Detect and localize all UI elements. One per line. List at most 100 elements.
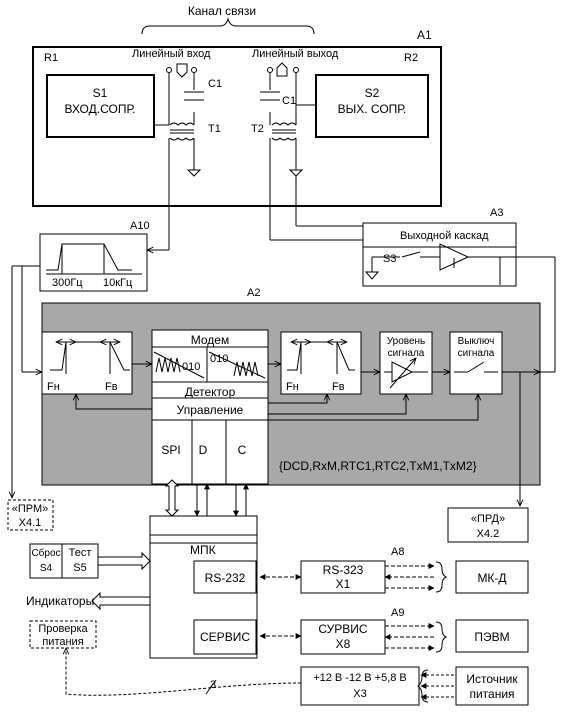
spi-label: SPI bbox=[161, 443, 180, 457]
test-label-2: S5 bbox=[73, 562, 86, 574]
line-out-circuit bbox=[260, 62, 396, 241]
s2-subtitle: ВЫХ. СОПР. bbox=[338, 102, 407, 116]
fv1-label: Fв bbox=[105, 381, 118, 393]
reset-label-2: S4 bbox=[40, 563, 53, 574]
reset-test-arrow bbox=[97, 551, 151, 571]
fn2-label: Fн bbox=[286, 381, 299, 393]
level-label-2: сигнала bbox=[388, 348, 425, 359]
rs323-box[interactable] bbox=[300, 560, 386, 594]
a10-f300: 300Гц bbox=[52, 277, 83, 289]
line-out-label: Линейный выход bbox=[252, 48, 339, 60]
service-box[interactable] bbox=[193, 619, 257, 655]
c-label: C bbox=[238, 443, 247, 457]
r2-label: R2 bbox=[404, 52, 418, 64]
rs-wires bbox=[259, 563, 435, 591]
s1-title: S1 bbox=[93, 86, 108, 100]
power-check-wire bbox=[66, 648, 302, 696]
a1-label: А1 bbox=[417, 28, 432, 42]
d-label: D bbox=[199, 443, 208, 457]
a1-block bbox=[32, 46, 442, 207]
source-label-2: питания bbox=[469, 687, 514, 701]
power-check-box[interactable] bbox=[29, 620, 97, 649]
t1-label: Т1 bbox=[208, 123, 221, 135]
prd-label-1: «ПРД» bbox=[471, 513, 505, 525]
voltage-label-2: Х3 bbox=[353, 688, 366, 700]
switch-label-1: Выключ bbox=[458, 336, 495, 347]
s3-label: S3 bbox=[383, 253, 396, 265]
pevm-box[interactable] bbox=[455, 619, 529, 653]
t2-label: Т2 bbox=[251, 123, 264, 135]
a9-label: А9 bbox=[391, 607, 404, 619]
signals-label: {DCD,RxM,RTC1,RTC2,TxM1,TxM2} bbox=[279, 459, 477, 473]
level-label-1: Уровень bbox=[387, 336, 426, 347]
power-brace bbox=[417, 669, 429, 703]
line-in-label: Линейный вход bbox=[132, 48, 211, 60]
survis-label-1: СУРВИС bbox=[318, 622, 368, 636]
outer-wires bbox=[12, 256, 556, 506]
source-label-1: Источник bbox=[466, 672, 518, 686]
output-filter[interactable] bbox=[280, 331, 362, 395]
voltage-label-1: +12 В -12 В +5,8 В bbox=[313, 672, 407, 684]
mkd-label: МК-Д bbox=[477, 571, 506, 585]
rs232-box[interactable] bbox=[193, 560, 257, 594]
power-check-label-1: Проверка bbox=[38, 623, 88, 635]
channel-label: Канал связи bbox=[188, 4, 256, 18]
c1-right-label: С1 bbox=[282, 95, 296, 107]
c1-left-label: С1 bbox=[208, 78, 222, 90]
power-check-label-2: питания bbox=[42, 636, 83, 648]
s1-subtitle: ВХОД.СОПР. bbox=[64, 102, 135, 116]
prm-box[interactable] bbox=[7, 499, 54, 531]
a10-f10k: 10кГц bbox=[103, 277, 133, 289]
r1-label: R1 bbox=[44, 52, 58, 64]
rs232-label: RS-232 bbox=[205, 571, 246, 585]
test-label-1: Тест bbox=[69, 547, 92, 559]
indicators-arrow bbox=[91, 591, 151, 611]
a2-wires bbox=[22, 364, 540, 421]
pevm-label: ПЭВМ bbox=[474, 630, 509, 644]
prm-label-2: Х4.1 bbox=[19, 517, 42, 529]
s2-title: S2 bbox=[365, 86, 380, 100]
control-label: Управление bbox=[177, 403, 244, 417]
control-block[interactable] bbox=[151, 397, 269, 485]
modem-block[interactable] bbox=[151, 329, 269, 399]
s1-box[interactable] bbox=[46, 74, 155, 138]
service-label: СЕРВИС bbox=[200, 630, 250, 644]
service-wires bbox=[259, 623, 435, 651]
modem-010a: 010 bbox=[182, 361, 200, 373]
fv2-label: Fв bbox=[332, 381, 345, 393]
indicators-label: Индикаторы bbox=[26, 594, 94, 608]
modem-label: Модем bbox=[191, 333, 229, 347]
power-wires bbox=[420, 672, 454, 700]
fn1-label: Fн bbox=[47, 381, 60, 393]
service-brace bbox=[435, 621, 448, 653]
switch-label-2: сигнала bbox=[458, 348, 495, 359]
rs-brace bbox=[435, 561, 448, 593]
a8-label: А8 bbox=[391, 546, 404, 558]
a3-output-stage[interactable] bbox=[362, 222, 517, 287]
reset-label-1: Сброс bbox=[31, 547, 60, 559]
rs323-label-2: Х1 bbox=[336, 577, 351, 591]
detector-label: Детектор bbox=[185, 385, 236, 399]
modem-010b: 010 bbox=[210, 353, 228, 365]
s2-box[interactable] bbox=[315, 74, 429, 138]
a2-label: А2 bbox=[247, 287, 260, 299]
prm-label-1: «ПРМ» bbox=[12, 503, 49, 515]
a3-label: А3 bbox=[490, 207, 503, 219]
reset-test-box[interactable] bbox=[29, 543, 99, 579]
level-block[interactable] bbox=[379, 331, 433, 395]
mpk-label: МПК bbox=[190, 543, 216, 557]
prd-label-2: Х4.2 bbox=[477, 528, 500, 540]
num3-label: 3 bbox=[210, 679, 216, 691]
spi-bus-arrow bbox=[164, 479, 180, 517]
out-stage-label: Выходной каскад bbox=[400, 230, 489, 242]
line-in-circuit bbox=[155, 63, 204, 250]
a10-filter[interactable] bbox=[39, 233, 148, 292]
input-filter[interactable] bbox=[41, 331, 133, 395]
voltage-box[interactable] bbox=[300, 666, 420, 706]
channel-brace bbox=[141, 17, 315, 35]
mkd-box[interactable] bbox=[455, 560, 529, 594]
source-box[interactable] bbox=[455, 666, 529, 706]
prd-box[interactable] bbox=[447, 507, 529, 543]
d-lines bbox=[194, 483, 249, 517]
